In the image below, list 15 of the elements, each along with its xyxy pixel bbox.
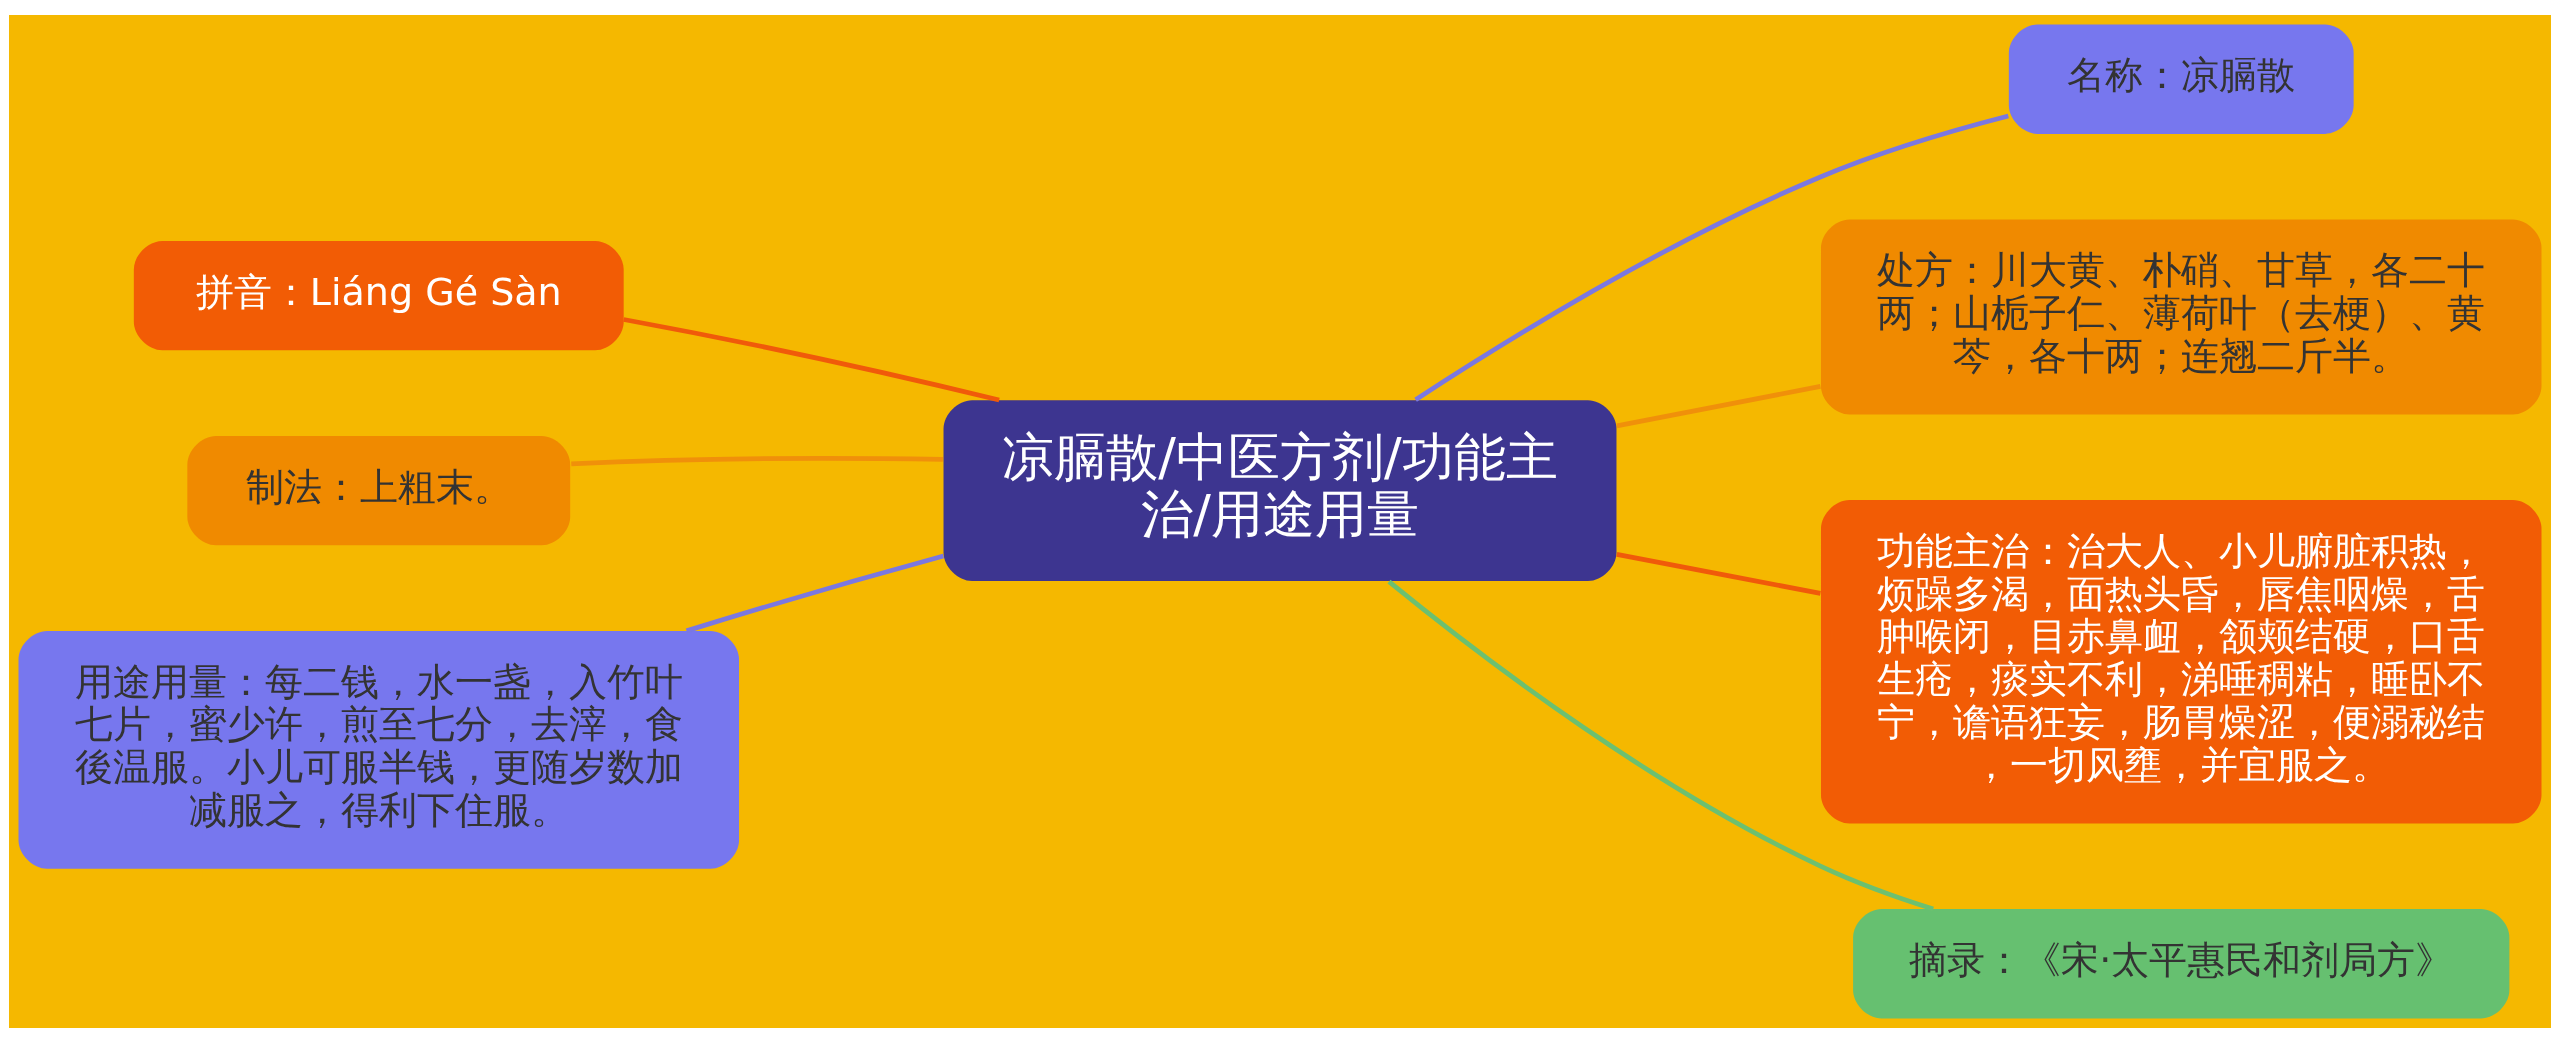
connector bbox=[1616, 551, 1821, 596]
node-box: 制法：上粗末。 bbox=[187, 435, 571, 545]
node-box: 用途用量：每二钱，水一盏，入竹叶七片，蜜少许，煎至七分，去滓，食後温服。小儿可服半钱，更随岁数加减服之，得利下住服。 bbox=[18, 630, 739, 869]
connector bbox=[571, 455, 943, 466]
node-box: 拼音：Liáng Gé Sàn bbox=[133, 240, 624, 350]
connector bbox=[623, 316, 1000, 402]
connector bbox=[1387, 579, 1934, 911]
node-box: 处方：川大黄、朴硝、甘草，各二十两；山栀子仁、薄荷叶（去梗）、黄芩，各十两；连翘二斤半。 bbox=[1821, 219, 2542, 414]
connector bbox=[685, 553, 945, 633]
connector bbox=[1414, 113, 2009, 402]
node-box: 凉膈散/中医方剂/功能主治/用途用量 bbox=[943, 399, 1617, 581]
connector bbox=[1616, 383, 1821, 428]
node-box: 名称：凉膈散 bbox=[2008, 24, 2354, 134]
node-box: 摘录：《宋·太平惠民和剂局方》 bbox=[1853, 908, 2510, 1018]
node-box: 功能主治：治大人、小儿腑脏积热，烦躁多渴，面热头昏，唇焦咽燥，舌肿喉闭，目赤鼻衄，颔颊结硬，口舌生疮，痰实不利，涕唾稠粘，睡卧不宁，谵语狂妄，肠胃燥涩，便溺秘结，一切风壅，并宜服之。 bbox=[1821, 499, 2542, 823]
